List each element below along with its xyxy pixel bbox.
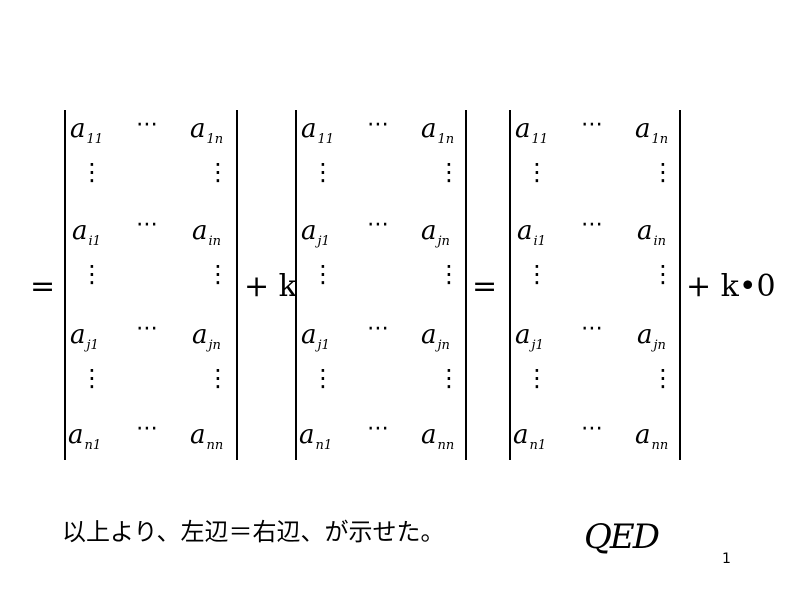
matrix-1-row-j-ellipsis: ⋯ [136,316,158,341]
matrix-2-col-1-vdots-c: ⋮ [311,364,335,392]
matrix-1-row-i-ellipsis: ⋯ [136,212,158,237]
matrix-2-entry-n1: an1 [299,420,333,453]
matrix-1-entry-jn: ajn [192,320,221,353]
matrix-2-entry-j1-upper: aj1 [301,216,330,249]
matrix-1-row-n-ellipsis: ⋯ [136,416,158,441]
matrix-3-col-1-vdots-b: ⋮ [525,260,549,288]
matrix-3-row-1-ellipsis: ⋯ [581,112,603,137]
determinant-1: a11 ⋯ a1n ⋮ ⋮ ai1 ⋯ ain ⋮ ⋮ aj1 ⋯ ajn ⋮ … [64,110,238,460]
conclusion-caption: 以上より、左辺＝右辺、が示せた。 [62,518,445,546]
matrix-3-row-j-ellipsis: ⋯ [581,316,603,341]
matrix-3-col-n-vdots-c: ⋮ [651,364,675,392]
matrix-3-row-i-ellipsis: ⋯ [581,212,603,237]
matrix-2-entry-j1-lower: aj1 [301,320,330,353]
plus-k-operator: + k [244,269,297,304]
matrix-2-entry-1n: a1n [421,114,455,147]
matrix-3-entry-i1: ai1 [517,216,546,249]
matrix-3-col-1-vdots-a: ⋮ [525,158,549,186]
matrix-1-col-1-vdots-b: ⋮ [80,260,104,288]
page-number: 1 [722,551,731,567]
matrix-1-col-1-vdots-a: ⋮ [80,158,104,186]
equals-sign-2: = [472,269,498,304]
matrix-2-row-1-ellipsis: ⋯ [367,112,389,137]
matrix-1-col-n-vdots-c: ⋮ [206,364,230,392]
equals-sign-1: = [30,269,56,304]
matrix-1-entry-nn: ann [190,420,224,453]
qed-mark: QED [584,517,660,557]
matrix-2-col-n-vdots-b: ⋮ [437,260,461,288]
matrix-2-row-n-ellipsis: ⋯ [367,416,389,441]
matrix-2-entry-jn-upper: ajn [421,216,450,249]
matrix-1-entry-j1: aj1 [70,320,99,353]
plus-k-times-zero: + k•0 [686,269,776,304]
matrix-2-entry-nn: ann [421,420,455,453]
matrix-3-entry-nn: ann [635,420,669,453]
matrix-2-col-n-vdots-c: ⋮ [437,364,461,392]
matrix-1-entry-11: a11 [70,114,104,147]
matrix-2-entry-jn-lower: ajn [421,320,450,353]
matrix-3-row-n-ellipsis: ⋯ [581,416,603,441]
matrix-3-entry-1n: a1n [635,114,669,147]
matrix-3-entry-11: a11 [515,114,549,147]
matrix-2-entry-11: a11 [301,114,335,147]
matrix-1-col-n-vdots-b: ⋮ [206,260,230,288]
matrix-1-entry-1n: a1n [190,114,224,147]
matrix-1-entry-i1: ai1 [72,216,101,249]
matrix-3-entry-n1: an1 [513,420,547,453]
determinant-2: a11 ⋯ a1n ⋮ ⋮ aj1 ⋯ ajn ⋮ ⋮ aj1 ⋯ ajn ⋮ … [295,110,467,460]
matrix-2-row-j-upper-ellipsis: ⋯ [367,212,389,237]
matrix-2-col-1-vdots-a: ⋮ [311,158,335,186]
matrix-3-entry-jn: ajn [637,320,666,353]
determinant-3: a11 ⋯ a1n ⋮ ⋮ ai1 ⋯ ain ⋮ ⋮ aj1 ⋯ ajn ⋮ … [509,110,681,460]
matrix-3-col-1-vdots-c: ⋮ [525,364,549,392]
matrix-2-col-1-vdots-b: ⋮ [311,260,335,288]
matrix-2-col-n-vdots-a: ⋮ [437,158,461,186]
matrix-3-entry-in: ain [637,216,667,249]
matrix-1-row-1-ellipsis: ⋯ [136,112,158,137]
matrix-3-col-n-vdots-b: ⋮ [651,260,675,288]
matrix-2-row-j-lower-ellipsis: ⋯ [367,316,389,341]
matrix-1-entry-n1: an1 [68,420,102,453]
matrix-1-col-1-vdots-c: ⋮ [80,364,104,392]
matrix-3-entry-j1: aj1 [515,320,544,353]
matrix-1-entry-in: ain [192,216,222,249]
matrix-1-col-n-vdots-a: ⋮ [206,158,230,186]
matrix-3-col-n-vdots-a: ⋮ [651,158,675,186]
